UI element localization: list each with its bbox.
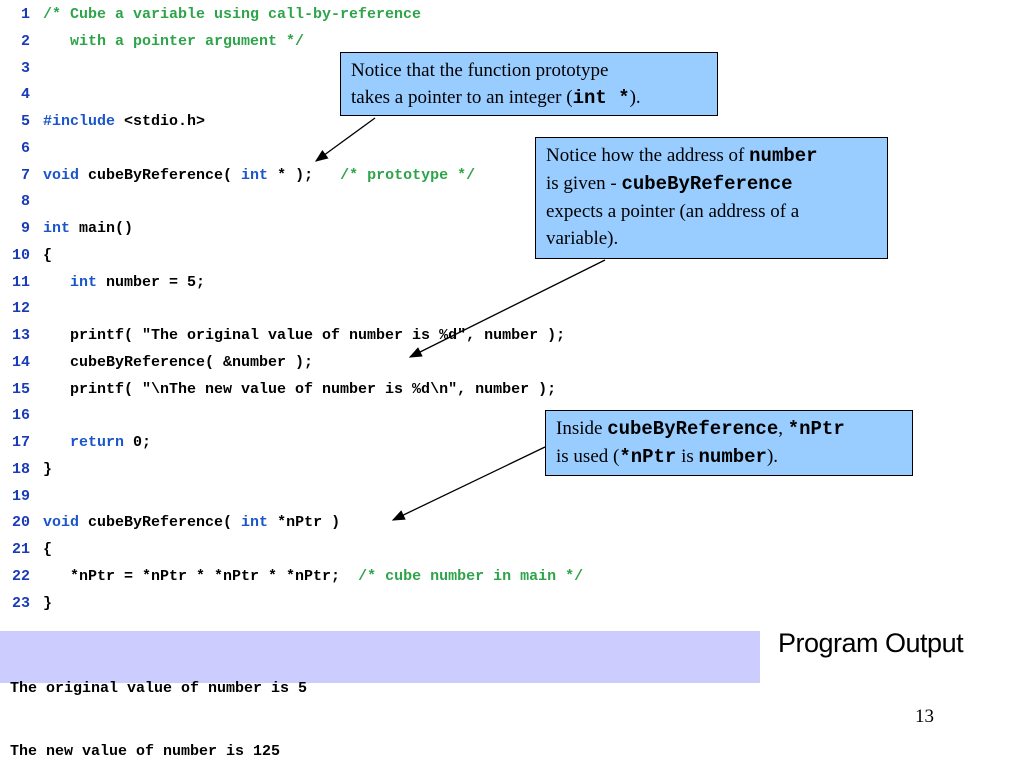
callout-address-text4: variable). [546,228,619,249]
callout-inside-code2: *nPtr [787,418,845,440]
line-number: 18 [11,460,30,478]
line-number: 23 [11,594,30,612]
callout-prototype-text3: ). [629,87,641,108]
line-number: 10 [11,246,30,264]
code-token: <stdio.h> [115,113,206,130]
code-keyword: int [241,514,269,532]
code-token: } [43,460,53,478]
callout-prototype-text2: takes a pointer to an integer ( [351,87,573,108]
code-text: void cubeByReference( int * ); /* protot… [43,163,475,189]
code-token: printf( "\nThe new value of number is %d… [43,380,557,398]
code-text: printf( "\nThe new value of number is %d… [43,377,556,403]
code-token [43,434,70,451]
arrow-inside [391,446,546,521]
callout-inside-code3: *nPtr [619,446,677,468]
callout-inside-text3: is used ( [556,446,620,467]
code-token: cubeByReference( &number ); [43,353,314,371]
callout-prototype-code: int * [572,87,630,109]
code-token: 0; [124,434,152,451]
code-token: *nPtr = *nPtr * *nPtr * *nPtr; [43,567,359,585]
code-text: { [43,537,52,563]
line-number: 2 [20,32,30,50]
program-output: The original value of number is 5 The ne… [0,631,760,760]
line-number: 3 [20,59,30,77]
callout-inside-text4: is [676,446,699,467]
line-number: 11 [11,273,30,291]
code-keyword: int [241,166,269,184]
line-number: 7 [20,166,30,184]
code-keyword: return [70,434,125,451]
callout-address-code2: cubeByReference [621,173,793,195]
code-token: { [43,541,53,558]
code-comment: with a pointer argument */ [43,32,305,50]
code-token: *nPtr ) [268,514,341,532]
callout-address: Notice how the address of number is give… [535,137,888,259]
code-text: with a pointer argument */ [43,29,304,55]
line-number: 19 [11,487,30,505]
line-number: 4 [20,86,30,104]
code-text: cubeByReference( &number ); [43,350,313,376]
code-token [43,274,70,291]
callout-inside-text2: , [778,418,788,439]
code-token: number = 5; [97,273,206,291]
callout-address-text3: expects a pointer (an address of a [546,201,800,222]
callout-address-text1: Notice how the address of [546,145,750,166]
code-text: /* Cube a variable using call-by-referen… [43,2,421,28]
code-keyword: int [70,273,98,291]
code-token: * ); [268,166,341,184]
code-token: { [43,246,53,264]
line-number: 20 [11,514,30,532]
callout-address-text2: is given - [546,173,622,194]
output-label: Program Output [778,628,964,658]
code-token: } [43,594,53,612]
code-text: *nPtr = *nPtr * *nPtr * *nPtr; /* cube n… [43,564,583,590]
code-token: cubeByReference( [79,514,242,532]
code-keyword: int [43,220,71,237]
callout-inside-code4: number [698,446,767,468]
page-number: 13 [915,706,934,727]
code-text: } [43,591,52,617]
line-number: 22 [11,567,30,585]
arrow-prototype [314,117,376,162]
callout-inside-code1: cubeByReference [607,418,779,440]
line-number: 21 [11,541,30,558]
callout-prototype-text1: Notice that the function prototype [351,60,609,81]
callout-inside: Inside cubeByReference, *nPtr is used (*… [545,410,913,476]
output-line: The original value of number is 5 [10,680,308,697]
line-number: 14 [11,353,30,371]
code-token: printf( "The original value of number is… [43,327,566,344]
code-token: main() [70,220,134,237]
line-number: 5 [20,113,30,130]
callout-address-code1: number [749,145,818,167]
code-text: int number = 5; [43,270,205,296]
code-comment: /* prototype */ [340,166,476,184]
code-comment: /* cube number in main */ [358,567,584,585]
callout-prototype: Notice that the function prototype takes… [340,52,718,116]
code-text: #include <stdio.h> [43,109,205,135]
line-number: 16 [11,407,30,425]
line-number: 1 [20,6,30,23]
line-number: 15 [11,380,30,398]
output-line: The new value of number is 125 [10,743,281,760]
code-text: { [43,243,52,269]
code-keyword: #include [43,113,116,130]
code-token: cubeByReference( [79,166,242,184]
line-number: 8 [20,193,30,211]
code-text: return 0; [43,430,151,456]
line-number: 6 [20,139,30,157]
line-number: 9 [20,220,30,237]
code-comment: /* Cube a variable using call-by-referen… [43,6,422,23]
code-keyword: void [43,514,80,532]
callout-inside-text1: Inside [556,418,608,439]
callout-inside-text5: ). [766,446,779,467]
line-number: 13 [11,327,30,344]
code-text: printf( "The original value of number is… [43,323,565,349]
line-number: 17 [11,434,30,451]
code-text: int main() [43,216,133,242]
code-text: void cubeByReference( int *nPtr ) [43,510,340,536]
code-text: } [43,457,52,483]
line-number: 12 [11,300,30,318]
code-keyword: void [43,166,80,184]
